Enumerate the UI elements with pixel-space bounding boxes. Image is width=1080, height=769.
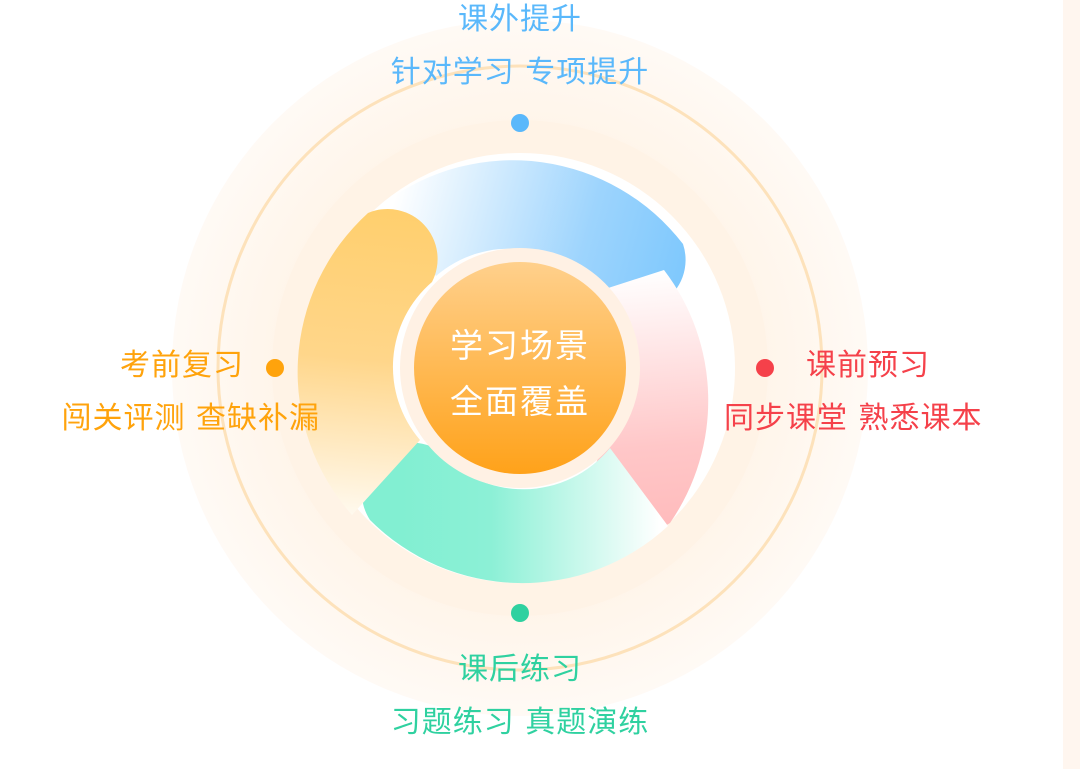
scene-label-extracurricular: 课外提升 针对学习 专项提升 (370, 0, 670, 95)
center-title: 学习场景 全面覆盖 (420, 318, 620, 430)
scene-label-practice: 课后练习 习题练习 真题演练 (370, 648, 670, 745)
top-dot-icon (511, 114, 529, 132)
scene-title: 课后练习 (458, 652, 582, 687)
segment-left (297, 208, 438, 515)
scene-subtitle: 同步课堂 熟悉课本 (724, 401, 983, 436)
segment-bottom (361, 442, 668, 584)
orbit-ring (216, 64, 824, 672)
center-line-2: 全面覆盖 (450, 382, 590, 421)
scene-subtitle: 习题练习 真题演练 (390, 705, 650, 740)
right-edge-panel (1063, 0, 1080, 769)
left-dot-icon (266, 359, 284, 377)
scene-title: 课前预习 (806, 348, 930, 383)
scene-subtitle: 针对学习 专项提升 (390, 55, 650, 90)
segment-top (384, 160, 686, 310)
scene-label-exam-review: 考前复习 闯关评测 查缺补漏 (4, 344, 320, 441)
bottom-dot-icon (511, 604, 529, 622)
scene-subtitle: 闯关评测 查缺补漏 (61, 401, 320, 436)
scene-label-preview: 课前预习 同步课堂 熟悉课本 (724, 344, 1044, 441)
center-line-1: 学习场景 (450, 326, 590, 365)
scene-title: 考前复习 (120, 348, 244, 383)
scene-title: 课外提升 (458, 2, 582, 37)
center-circle (414, 262, 626, 474)
right-dot-icon (756, 359, 774, 377)
